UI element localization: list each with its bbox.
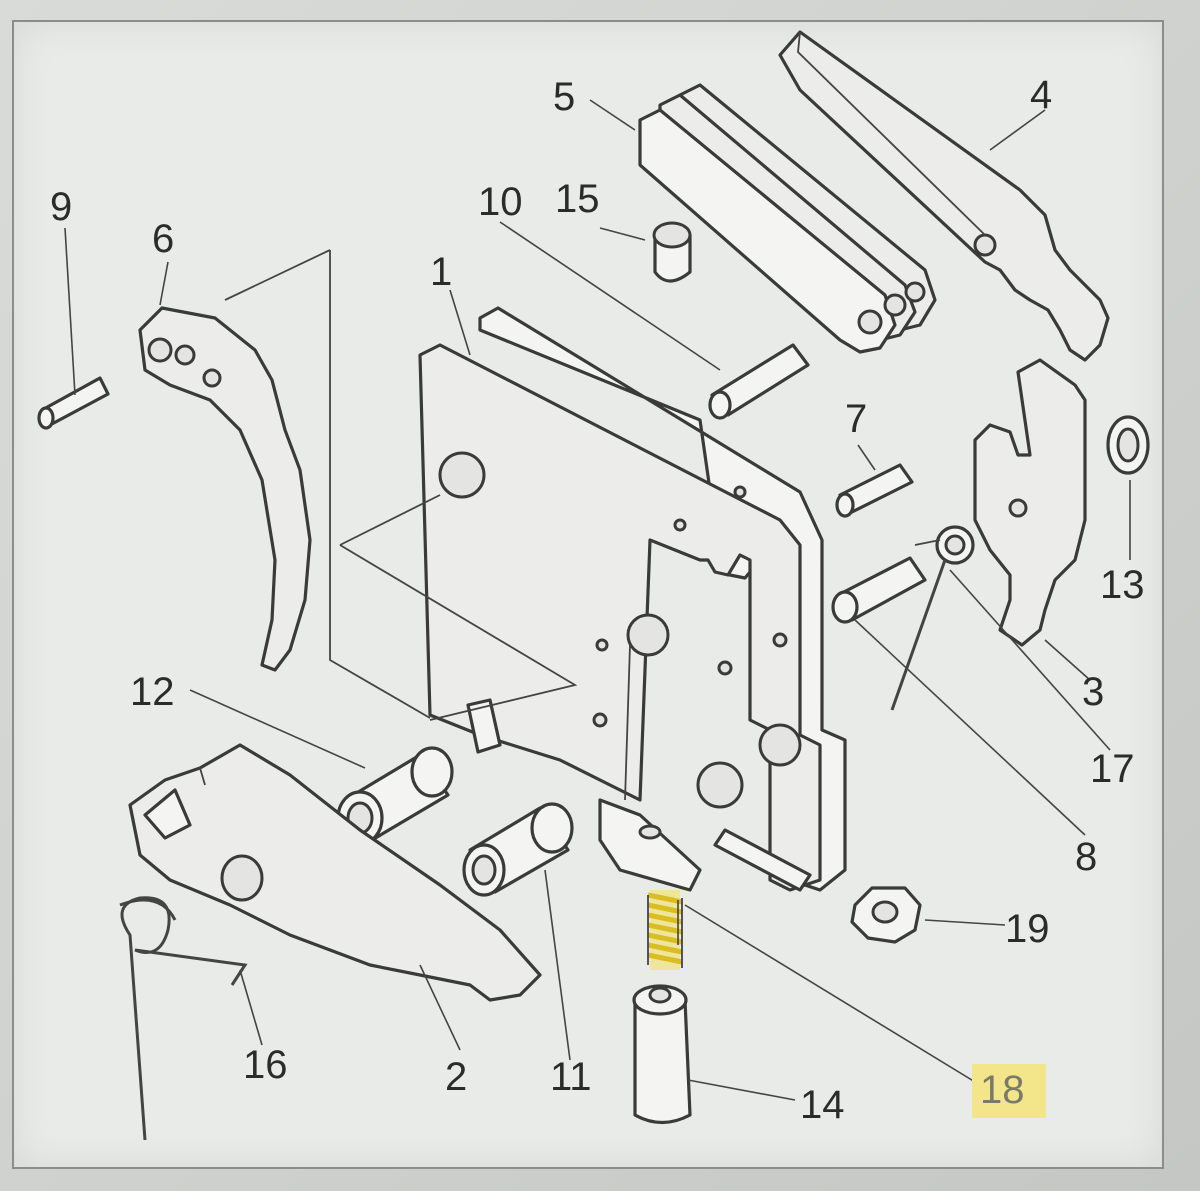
part-2-lever	[128, 743, 542, 1002]
label-9: 9	[50, 185, 72, 229]
part-12-bushing	[336, 746, 454, 846]
label-7: 7	[845, 397, 867, 441]
part-11-bushing	[462, 802, 574, 897]
label-16: 16	[243, 1043, 288, 1087]
label-18-highlight	[972, 1064, 1046, 1118]
label-1: 1	[430, 250, 452, 294]
part-4-lever	[778, 30, 1110, 362]
part-19-nut	[850, 886, 922, 944]
label-13: 13	[1100, 563, 1145, 607]
label-4: 4	[1030, 73, 1052, 117]
label-5: 5	[553, 75, 575, 119]
part-18-coil-spring	[647, 890, 683, 970]
part-13-washer	[1106, 415, 1150, 475]
part-7-pin	[835, 463, 914, 518]
part-3-sear	[973, 358, 1087, 647]
part-6-trigger	[138, 306, 312, 672]
label-19: 19	[1005, 907, 1050, 951]
part-8-pin	[831, 556, 927, 624]
label-10: 10	[478, 180, 523, 224]
part-labels: 1 2 3 4 5 6 7 8 9 10 11 12 13 14 15 16 1…	[50, 73, 1145, 1127]
construction-lines	[224, 249, 631, 801]
label-3: 3	[1082, 670, 1104, 714]
label-17: 17	[1090, 747, 1135, 791]
part-14-plunger	[632, 984, 692, 1125]
leader-lines	[64, 99, 1131, 1101]
label-15: 15	[555, 177, 600, 221]
part-9-pin	[37, 376, 110, 430]
part-5-plates	[638, 83, 937, 354]
part-16-wire-spring	[119, 896, 248, 1141]
label-8: 8	[1075, 835, 1097, 879]
label-14: 14	[800, 1083, 845, 1127]
part-10-pin	[708, 343, 810, 420]
part-1-frame	[418, 306, 847, 892]
part-17-spring	[890, 525, 975, 711]
label-11: 11	[550, 1055, 592, 1099]
label-6: 6	[152, 217, 174, 261]
label-18: 18	[980, 1068, 1025, 1112]
part-15-bushing	[652, 221, 692, 283]
label-12: 12	[130, 670, 175, 714]
label-2: 2	[445, 1055, 467, 1099]
